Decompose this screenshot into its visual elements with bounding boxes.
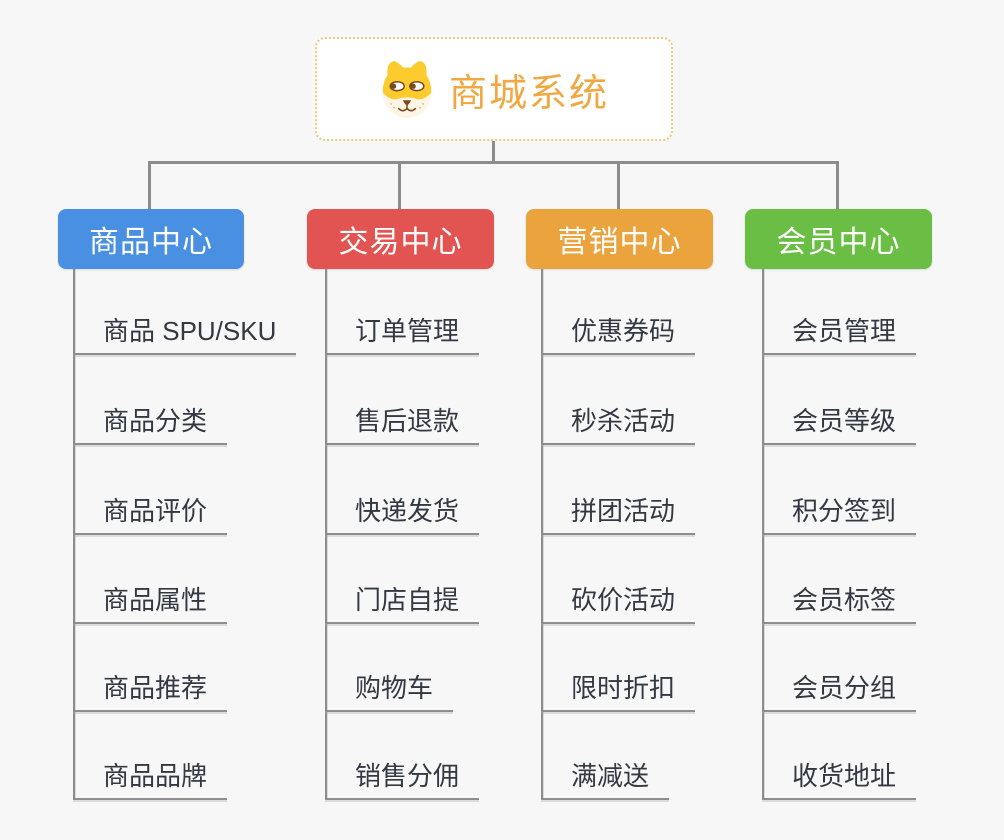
branch-node-member[interactable]: 会员中心: [745, 209, 932, 269]
child-node[interactable]: 快递发货: [325, 489, 480, 535]
child-node[interactable]: 限时折扣: [541, 666, 696, 712]
branch-node-marketing[interactable]: 营销中心: [526, 209, 713, 269]
child-node[interactable]: 优惠券码: [541, 309, 696, 355]
child-node[interactable]: 销售分佣: [325, 754, 480, 800]
children-column-trade: 订单管理 售后退款 快递发货 门店自提 购物车 销售分佣: [325, 269, 575, 804]
child-node[interactable]: 收货地址: [762, 754, 917, 800]
child-node[interactable]: 拼团活动: [541, 489, 696, 535]
child-node[interactable]: 商品属性: [73, 578, 228, 624]
root-node[interactable]: 商城系统: [315, 37, 673, 141]
child-node[interactable]: 砍价活动: [541, 578, 696, 624]
child-node[interactable]: 商品 SPU/SKU: [73, 309, 297, 355]
connector-horizontal: [148, 161, 839, 164]
child-node[interactable]: 商品评价: [73, 489, 228, 535]
branch-label: 商品中心: [89, 226, 213, 259]
child-node[interactable]: 会员等级: [762, 399, 917, 445]
child-node[interactable]: 商品品牌: [73, 754, 228, 800]
child-node[interactable]: 订单管理: [325, 309, 480, 355]
child-node[interactable]: 商品推荐: [73, 666, 228, 712]
branch-node-trade[interactable]: 交易中心: [307, 209, 494, 269]
child-node[interactable]: 门店自提: [325, 578, 480, 624]
dog-face-icon: [382, 61, 432, 118]
child-node[interactable]: 秒杀活动: [541, 399, 696, 445]
child-node[interactable]: 商品分类: [73, 399, 228, 445]
connector-drop-product: [148, 163, 151, 209]
child-node[interactable]: 会员标签: [762, 578, 917, 624]
root-node-title: 商城系统: [448, 72, 609, 115]
children-column-marketing: 优惠券码 秒杀活动 拼团活动 砍价活动 限时折扣 满减送: [541, 269, 791, 804]
connector-drop-marketing: [617, 163, 620, 209]
connector-root-stub: [492, 140, 495, 163]
children-column-member: 会员管理 会员等级 积分签到 会员标签 会员分组 收货地址: [762, 269, 1004, 804]
child-node[interactable]: 积分签到: [762, 489, 917, 535]
child-node[interactable]: 会员管理: [762, 309, 917, 355]
child-node[interactable]: 满减送: [541, 754, 670, 800]
children-column-product: 商品 SPU/SKU 商品分类 商品评价 商品属性 商品推荐 商品品牌: [73, 269, 323, 804]
branch-label: 营销中心: [557, 226, 682, 259]
child-node[interactable]: 会员分组: [762, 666, 917, 712]
branch-label: 交易中心: [338, 226, 463, 259]
connector-drop-member: [836, 163, 839, 209]
connector-drop-trade: [398, 163, 401, 209]
branch-label: 会员中心: [776, 226, 901, 259]
branch-node-product[interactable]: 商品中心: [58, 209, 244, 269]
child-node[interactable]: 售后退款: [325, 399, 480, 445]
child-node[interactable]: 购物车: [325, 666, 454, 712]
